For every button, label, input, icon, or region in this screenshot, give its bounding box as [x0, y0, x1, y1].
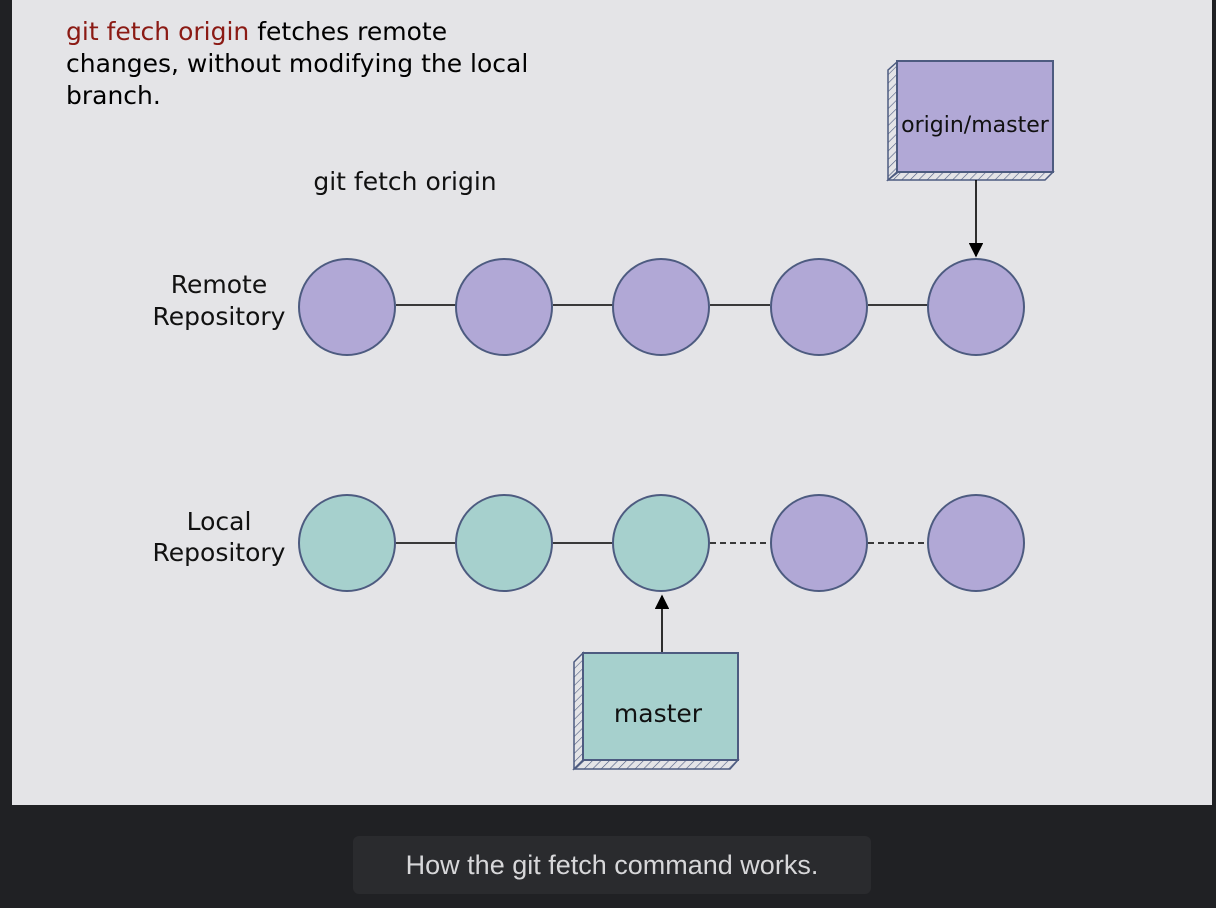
remote-commit-1 [298, 258, 396, 356]
remote-commits [298, 258, 1025, 356]
master-box [582, 652, 739, 761]
master-pointer: master [572, 594, 740, 771]
command-label: git fetch origin [313, 167, 496, 196]
remote-label-line-1: Remote [171, 270, 267, 299]
local-fetched-commit-5 [927, 494, 1025, 592]
master-label: master [614, 699, 703, 728]
origin-master-box [896, 60, 1054, 173]
origin-master-shadow-left [887, 60, 898, 182]
local-commits [298, 494, 1025, 592]
git-fetch-diagram: git fetch origin Remote Repository Local… [153, 60, 1055, 771]
remote-commit-2 [455, 258, 553, 356]
local-label-line-1: Local [187, 507, 252, 536]
local-commit-2 [455, 494, 553, 592]
local-repository-label: Local Repository [153, 507, 286, 567]
description-line-2: changes, without modifying the local [66, 49, 529, 78]
master-shadow-bottom [572, 759, 740, 770]
local-label-line-2: Repository [153, 538, 286, 567]
command-highlight: git fetch origin [66, 17, 250, 46]
local-fetched-commit-4 [770, 494, 868, 592]
local-commit-1 [298, 494, 396, 592]
origin-master-shadow-bottom [886, 171, 1055, 181]
remote-repository-label: Remote Repository [153, 270, 286, 331]
description-line-1-rest: fetches remote [249, 17, 448, 46]
remote-commit-5 [927, 258, 1025, 356]
remote-commit-3 [612, 258, 710, 356]
description-line-3: branch. [66, 81, 161, 110]
remote-commit-4 [770, 258, 868, 356]
diagram-canvas: git fetch origin fetches remote changes,… [12, 0, 1212, 805]
origin-master-pointer: origin/master [886, 60, 1055, 258]
origin-master-label: origin/master [901, 113, 1050, 138]
master-shadow-left [573, 651, 584, 771]
remote-label-line-2: Repository [153, 302, 286, 331]
local-commit-3 [612, 494, 710, 592]
description-text: git fetch origin fetches remote changes,… [66, 16, 566, 112]
figure-caption: How the git fetch command works. [353, 836, 871, 894]
